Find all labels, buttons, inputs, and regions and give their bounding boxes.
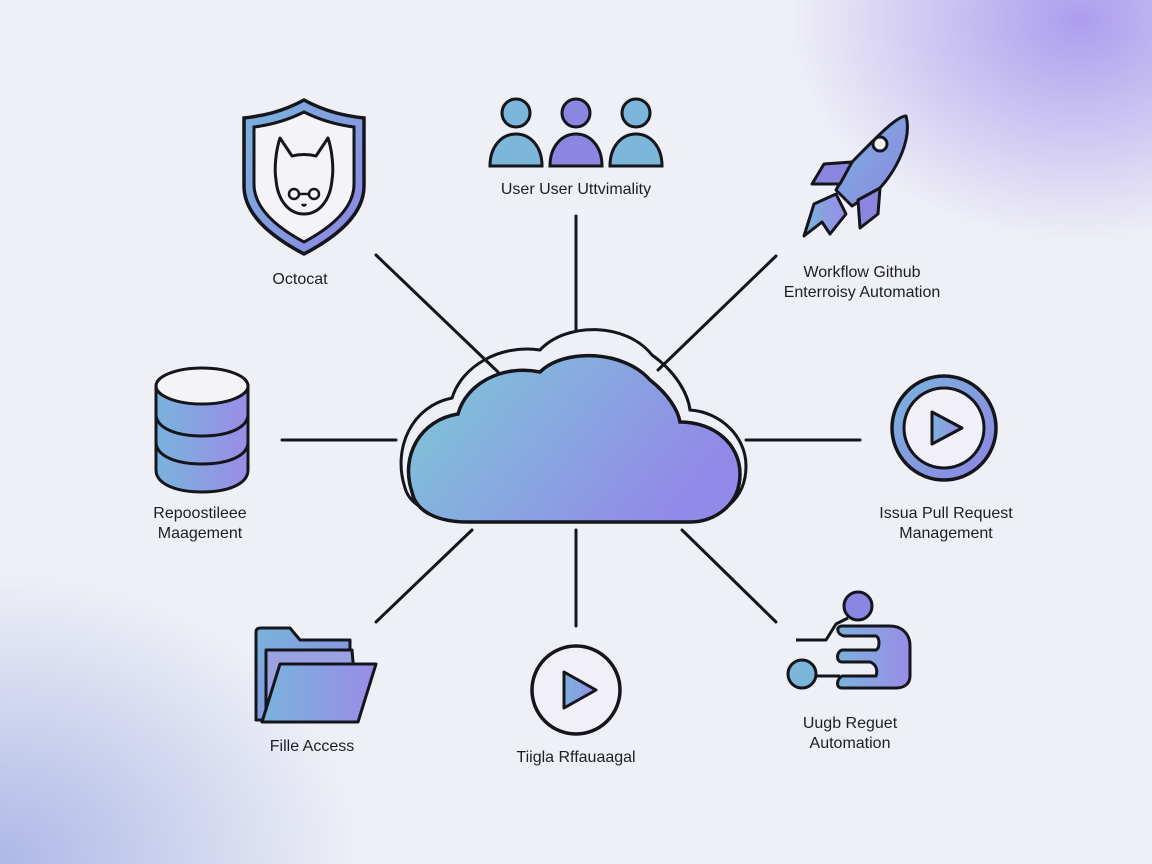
cat-shield-icon bbox=[242, 98, 366, 256]
play-circle-icon bbox=[530, 644, 622, 736]
rocket-icon bbox=[802, 114, 909, 238]
connector-request bbox=[680, 528, 778, 624]
node-label-octocat: Octocat bbox=[272, 271, 328, 288]
node-label-file: Fille Access bbox=[269, 738, 355, 755]
workflow-nodes-icon bbox=[786, 590, 912, 690]
node-label-trigger: Tiigla Rffauaagal bbox=[516, 749, 636, 766]
connector-octocat bbox=[374, 253, 500, 374]
connector-lines bbox=[280, 214, 862, 628]
connector-file bbox=[374, 528, 474, 624]
database-icon bbox=[154, 366, 250, 494]
play-circle-icon bbox=[890, 374, 998, 482]
connector-workflow bbox=[656, 254, 778, 372]
node-label-repository: Repoostileee Maagement bbox=[153, 505, 247, 542]
folder-icon bbox=[254, 626, 378, 724]
node-label-users: User User Uttvimality bbox=[500, 181, 652, 198]
users-icon bbox=[488, 97, 664, 168]
cloud-icon bbox=[399, 328, 748, 524]
node-label-issue: Issua Pull Request Management bbox=[879, 505, 1013, 542]
node-label-request: Uugb Reguet Automation bbox=[802, 715, 898, 752]
node-label-workflow: Workflow Github Enterroisy Automation bbox=[783, 264, 941, 301]
